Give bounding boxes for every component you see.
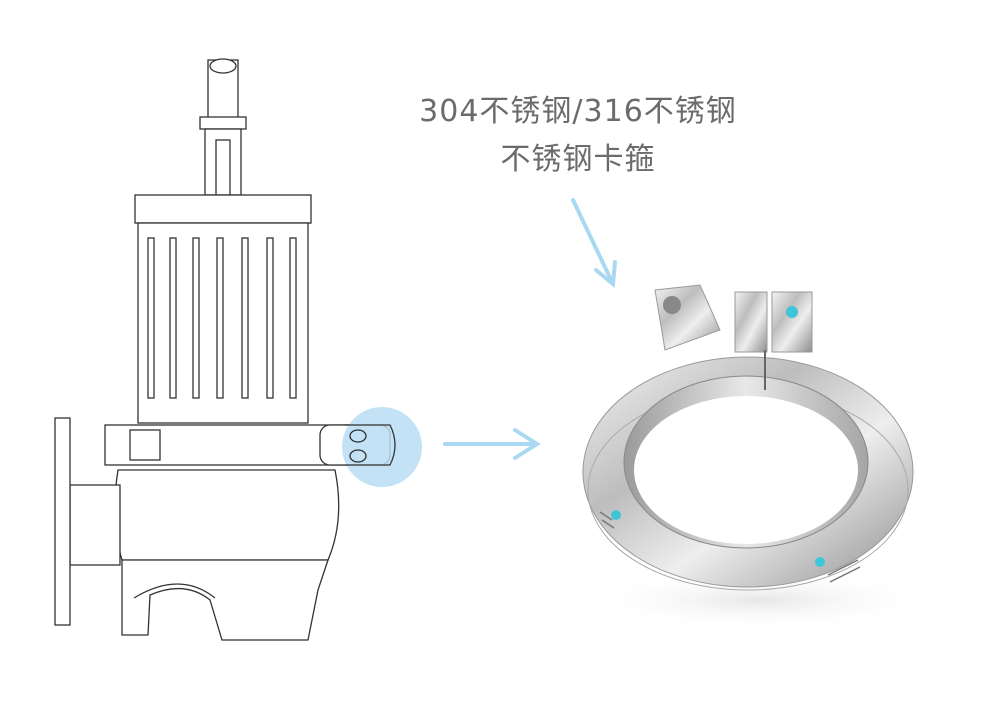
accent-dot <box>786 306 798 318</box>
stainless-clamp-image <box>580 284 940 630</box>
pump-nut <box>199 116 247 130</box>
motor-cooling-fins <box>147 237 297 399</box>
pump-base-feet <box>121 559 329 641</box>
arrow-right-icon <box>443 428 541 460</box>
pump-outlet-flange <box>54 417 71 626</box>
pump-volute <box>114 469 340 561</box>
pump-neck-inner <box>215 139 231 196</box>
arrow-down-icon <box>571 198 617 288</box>
caption-part-name: 不锈钢卡箍 <box>500 142 656 177</box>
pump-outlet-pipe <box>69 484 121 566</box>
cable-end <box>209 58 237 74</box>
caption-material: 304不锈钢/316不锈钢 <box>419 94 737 129</box>
clamp-band-detail <box>129 429 161 461</box>
pump-drawing <box>54 58 391 641</box>
pump-top-cover <box>134 194 312 224</box>
highlight-circle <box>342 407 422 487</box>
